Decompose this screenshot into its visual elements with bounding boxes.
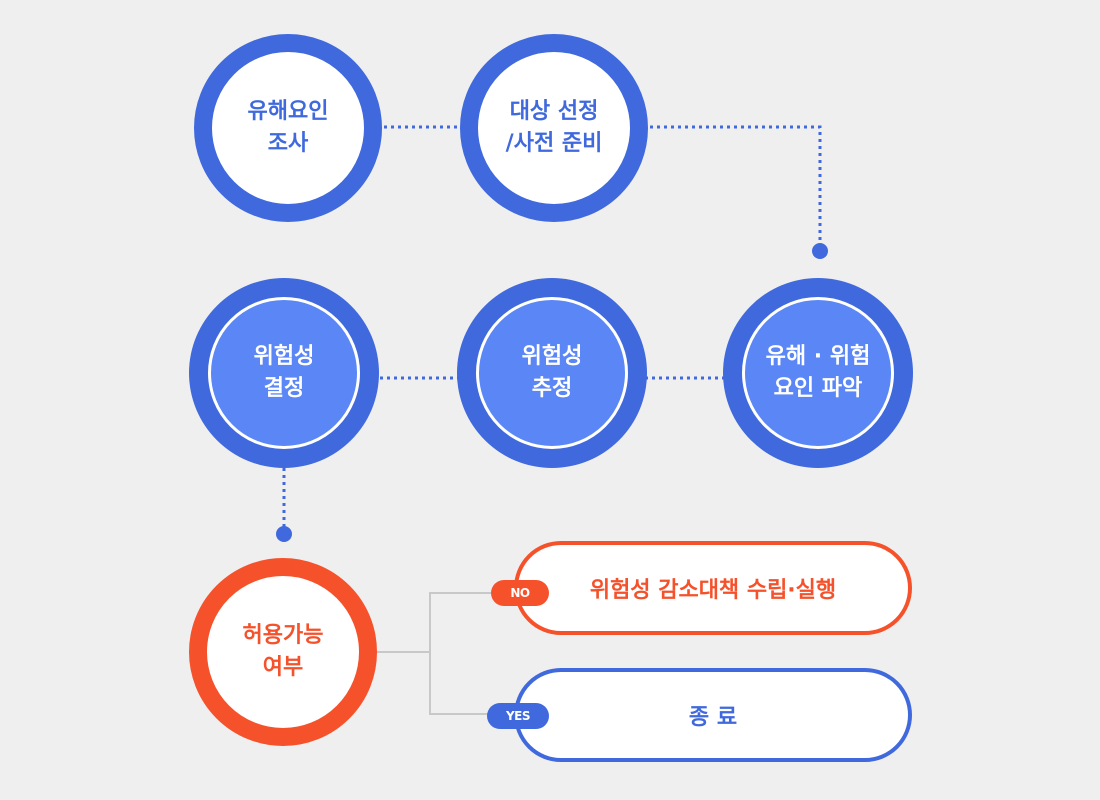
outcome-yes-label: 종 료 [688, 705, 738, 730]
node-risk-determination-label: 위험성 결정 [253, 344, 315, 401]
outcome-no-pill: 위험성 감소대책 수립·실행 [514, 541, 912, 635]
node-hazard-identification-inner: 유해 · 위험 요인 파악 [742, 297, 894, 449]
connector-dot-identification [812, 243, 828, 259]
node-hazard-survey-label: 유해요인 조사 [247, 99, 329, 156]
outcome-no-label: 위험성 감소대책 수립·실행 [589, 578, 837, 603]
node-hazard-survey: 유해요인 조사 [194, 34, 382, 222]
yes-tag: YES [487, 703, 549, 729]
node-risk-estimation-label: 위험성 추정 [521, 344, 583, 401]
node-risk-estimation-inner: 위험성 추정 [476, 297, 628, 449]
node-acceptability: 허용가능 여부 [189, 558, 377, 746]
node-hazard-identification-label: 유해 · 위험 요인 파악 [765, 344, 871, 401]
node-risk-determination: 위험성 결정 [189, 278, 379, 468]
connector-selection-to-identification [650, 125, 822, 248]
connector-dot-decision [276, 526, 292, 542]
node-risk-determination-inner: 위험성 결정 [208, 297, 360, 449]
node-hazard-identification: 유해 · 위험 요인 파악 [723, 278, 913, 468]
no-tag: NO [491, 580, 549, 606]
node-target-selection-label: 대상 선정 /사전 준비 [505, 99, 603, 156]
branch-yes [429, 652, 500, 715]
node-target-selection: 대상 선정 /사전 준비 [460, 34, 648, 222]
node-acceptability-label: 허용가능 여부 [242, 623, 324, 680]
node-risk-estimation: 위험성 추정 [457, 278, 647, 468]
branch-no [429, 592, 500, 652]
outcome-yes-pill: 종 료 [514, 668, 912, 762]
